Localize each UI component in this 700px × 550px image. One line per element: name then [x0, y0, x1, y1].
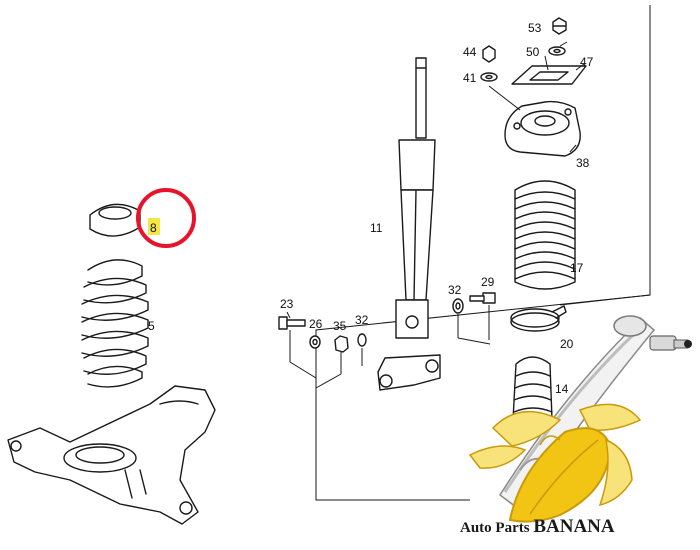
callout-20: 20 — [560, 337, 574, 351]
callout-26: 26 — [309, 317, 323, 331]
callout-50: 50 — [526, 45, 540, 59]
part-lower-control-arm — [7, 385, 216, 525]
callout-8: 8 — [150, 221, 157, 235]
callout-29: 29 — [481, 275, 495, 289]
callout-11: 11 — [370, 221, 383, 235]
part-washer-32-left — [357, 333, 367, 347]
callout-53: 53 — [528, 21, 542, 35]
callout-17: 17 — [570, 261, 584, 275]
part-nut-35 — [334, 335, 349, 353]
callout-32-left: 32 — [355, 313, 369, 327]
part-clamp-20 — [510, 305, 567, 332]
callout-38: 38 — [576, 156, 590, 170]
highlight-circle — [136, 188, 196, 248]
assembly-frame — [315, 5, 651, 501]
part-washer-32-right — [452, 298, 464, 314]
part-nut-53 — [552, 17, 567, 35]
part-washer-26 — [309, 335, 321, 349]
part-nut-44 — [482, 45, 496, 63]
part-strut-mount-38 — [504, 100, 581, 157]
part-spring-pad-8 — [89, 203, 141, 237]
brand-first: Auto Parts — [460, 520, 533, 536]
callout-5: 5 — [148, 319, 155, 333]
callout-23: 23 — [280, 297, 294, 311]
callout-14: 14 — [555, 382, 569, 396]
part-washer-50 — [548, 46, 566, 56]
brand-second: BANANA — [533, 516, 615, 537]
part-shock-absorber-11 — [377, 57, 441, 391]
callout-labels: 53 44 50 47 41 38 8 11 17 5 23 26 35 32 … — [148, 21, 594, 396]
callout-41: 41 — [463, 71, 477, 85]
part-boot-17 — [514, 180, 576, 290]
callout-32-right: 32 — [448, 283, 462, 297]
part-bracket-47 — [511, 65, 587, 85]
banana-icon — [468, 403, 642, 523]
part-washer-41 — [480, 72, 498, 82]
callout-8-highlight — [148, 218, 160, 235]
part-bolt-29 — [469, 292, 496, 304]
callout-35: 35 — [333, 319, 347, 333]
leader-lines — [286, 41, 585, 389]
part-coil-spring-5 — [81, 259, 149, 388]
part-bolt-23 — [278, 316, 306, 330]
callout-47: 47 — [580, 55, 594, 69]
brand-wordmark: Auto Parts BANANA — [460, 516, 615, 537]
callout-44: 44 — [463, 45, 477, 59]
